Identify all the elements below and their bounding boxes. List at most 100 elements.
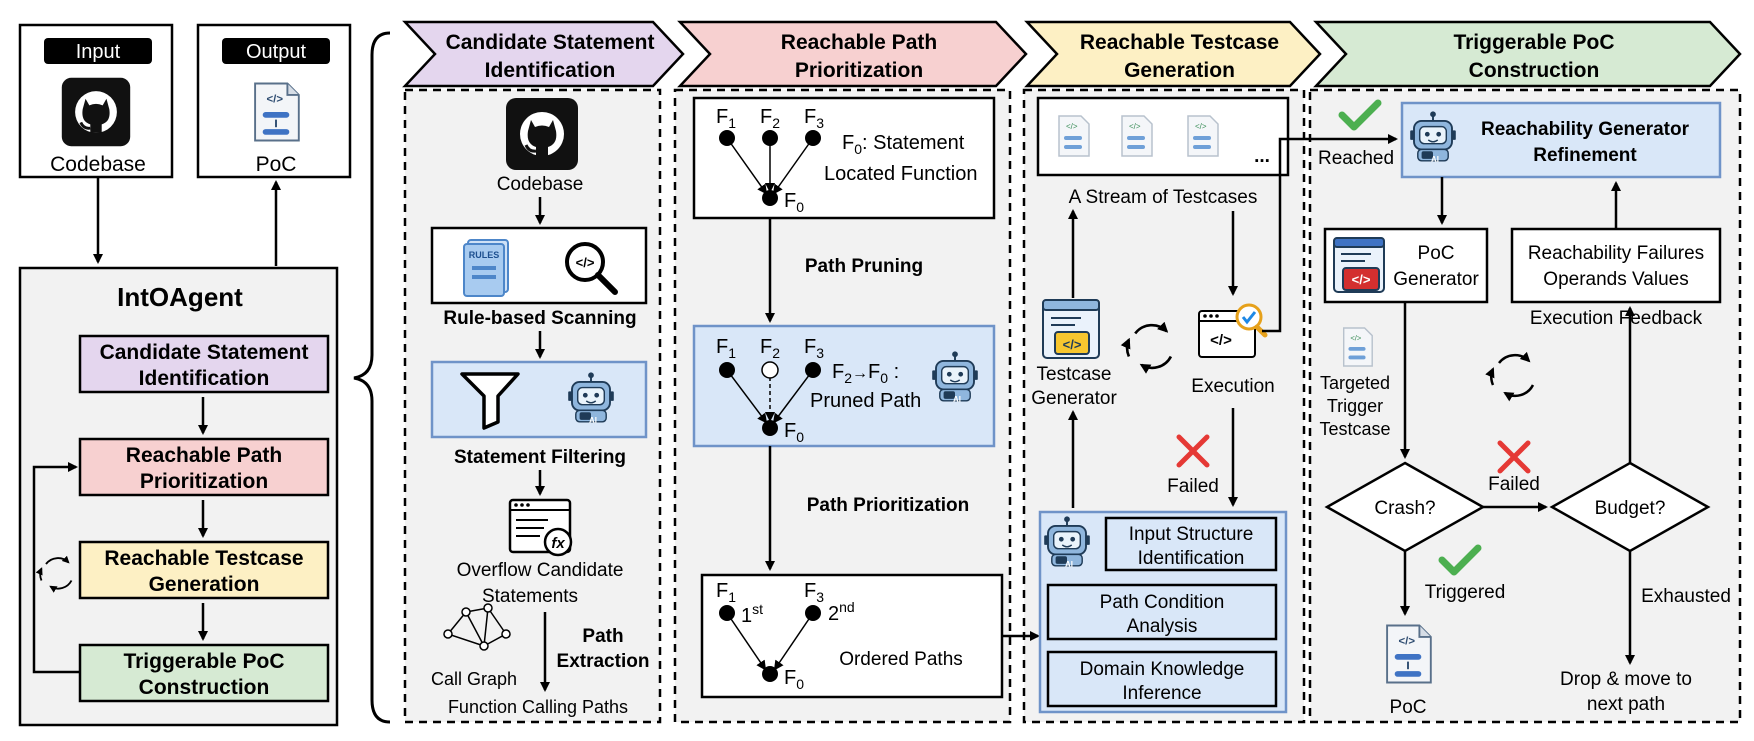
testcase-generator-line2: Generator (1031, 388, 1117, 409)
header-4-line1: Triggerable PoC (1453, 31, 1614, 54)
function-calling-paths-label: Function Calling Paths (448, 697, 628, 717)
statement-filtering-label: Statement Filtering (454, 447, 626, 468)
ordered-paths-label: Ordered Paths (839, 649, 963, 670)
svg-text:F3: F3 (804, 106, 824, 131)
targeted-line3: Testcase (1319, 419, 1390, 439)
codebase-github-icon (60, 76, 132, 148)
g2-f0-sub: 0 (796, 429, 804, 445)
stmt-f-sub: 0 (854, 141, 862, 157)
domain-knowledge-box (1046, 650, 1278, 708)
statement-function-box (692, 96, 996, 220)
targeted-line1: Targeted (1320, 373, 1390, 393)
pruned-colon: : (888, 361, 899, 383)
g1-f0-sub: 0 (796, 199, 804, 215)
drop-line1: Drop & move to (1560, 669, 1692, 690)
g2-f2-sub: 2 (772, 345, 780, 361)
header-chevron-1 (402, 20, 685, 88)
svg-text:F2: F2 (760, 336, 780, 361)
domain-knowledge-line2: Inference (1122, 683, 1201, 704)
input-structure-box (1104, 516, 1278, 572)
rules-tag: RULES (469, 250, 500, 260)
left-stage-box-1 (78, 334, 330, 394)
located-function-label: Located Function (824, 163, 977, 185)
g1-f3: F (804, 106, 816, 128)
path-pruning-label: Path Pruning (805, 256, 923, 277)
svg-text:1st: 1st (741, 601, 763, 627)
header-chevron-4 (1313, 20, 1742, 88)
g3-f0: F (784, 667, 796, 689)
second-rank-sup: nd (839, 599, 855, 615)
left-stage-4-line1: Triggerable PoC (123, 650, 284, 673)
overflow-candidate-line1: Overflow Candidate (457, 560, 624, 581)
svg-text:F0: F0 (784, 667, 804, 692)
stream-testcase-icon-1 (1058, 115, 1090, 157)
analysis-ai-tag: AI (1065, 560, 1073, 569)
second-rank: 2 (828, 603, 839, 625)
filtering-ai-tag: AI (589, 416, 597, 425)
input-tag (44, 38, 152, 64)
header-chevron-2 (677, 20, 1028, 88)
crash-label: Crash? (1374, 498, 1435, 519)
failures-line2: Operands Values (1543, 269, 1688, 290)
g2-f1-sub: 1 (728, 345, 736, 361)
budget-label: Budget? (1595, 498, 1666, 519)
svg-text:F1: F1 (716, 336, 736, 361)
execution-to-refinement-arrow (1262, 134, 1398, 333)
left-stage-4-line2: Construction (139, 676, 270, 699)
poc-generator-line1: PoC (1418, 243, 1455, 264)
g1-f0: F (784, 190, 796, 212)
refinement-ai-tag: AI (1431, 155, 1439, 164)
svg-text:F0: F0 (784, 420, 804, 445)
final-poc-label: PoC (1390, 697, 1427, 718)
ordered-paths-box (700, 573, 1004, 699)
left-stage-2-line2: Prioritization (140, 470, 268, 493)
g3-f0-sub: 0 (796, 676, 804, 692)
graph-1 (719, 130, 821, 206)
g3-f3-sub: 3 (816, 589, 824, 605)
header-1-line2: Identification (485, 59, 616, 82)
path-condition-line1: Path Condition (1100, 592, 1225, 613)
header-1-line1: Candidate Statement (446, 31, 655, 54)
svg-text:</>: </> (576, 255, 595, 270)
pruned-arrow: → (852, 365, 868, 382)
svg-text:F3: F3 (804, 580, 824, 605)
svg-text:fx: fx (551, 535, 565, 552)
first-rank-sup: st (752, 601, 763, 617)
rule-based-scanning-label: Rule-based Scanning (443, 308, 636, 329)
stmt-f: F (842, 132, 854, 154)
panel-triggerable-poc (1308, 88, 1742, 724)
left-stage-2-line1: Reachable Path (126, 444, 282, 467)
svg-text:F0: F0 (784, 190, 804, 215)
g2-f3-sub: 3 (816, 345, 824, 361)
path-extraction-line2: Extraction (557, 651, 650, 672)
failed-label-p4: Failed (1488, 474, 1540, 495)
left-stage-list: Candidate StatementIdentificationReachab… (78, 334, 330, 703)
exhausted-label: Exhausted (1641, 586, 1731, 607)
svg-text:F1: F1 (716, 580, 736, 605)
failures-line1: Reachability Failures (1528, 243, 1704, 264)
left-stage-3-line1: Reachable Testcase (104, 547, 303, 570)
testcase-generator-line1: Testcase (1037, 364, 1112, 385)
refinement-box (1400, 101, 1722, 179)
left-stage-1-line1: Candidate Statement (100, 341, 309, 364)
curly-brace (353, 31, 391, 724)
poc-document-icon (254, 82, 300, 142)
svg-text:</>: </> (1352, 272, 1371, 287)
path-condition-box (1046, 583, 1278, 641)
g1-f1-sub: 1 (728, 115, 736, 131)
g1-f3-sub: 3 (816, 115, 824, 131)
graph-3 (719, 605, 821, 682)
header-3-line1: Reachable Testcase (1080, 31, 1279, 54)
output-label: Output (246, 41, 306, 63)
feedback-loop-arrow (32, 462, 80, 674)
svg-text:F3: F3 (804, 336, 824, 361)
path-condition-line2: Analysis (1127, 616, 1198, 637)
domain-knowledge-line1: Domain Knowledge (1080, 659, 1245, 680)
input-label: Input (76, 41, 121, 63)
pruned-f0: F (868, 361, 880, 383)
failures-box (1510, 227, 1722, 304)
left-stage-box-3 (78, 540, 330, 600)
drop-line2: next path (1587, 694, 1665, 715)
poc-generator-icon: </> (1333, 237, 1385, 293)
execution-icon: </> (1198, 303, 1268, 358)
